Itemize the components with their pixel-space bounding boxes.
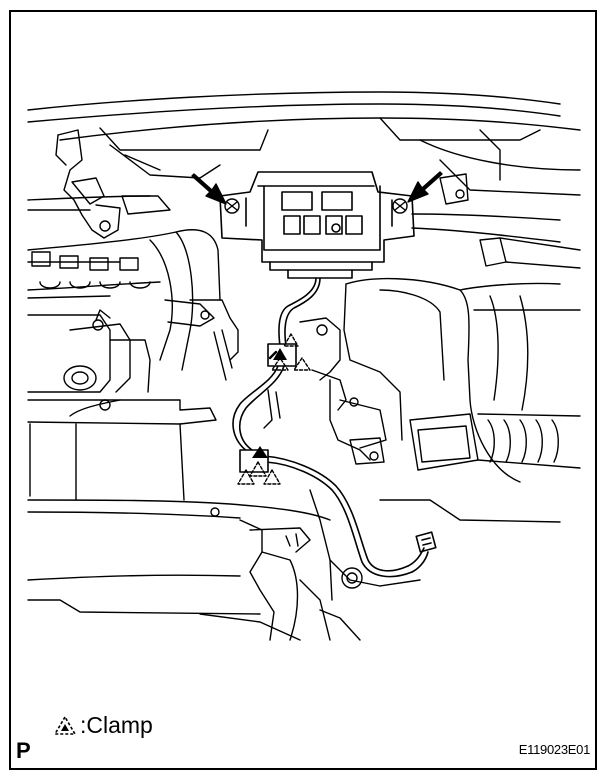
legend-label: Clamp (86, 712, 153, 738)
right-screw-arrow (407, 171, 443, 203)
right-screw-icon (392, 198, 408, 214)
figure-id: E119023E01 (518, 742, 591, 757)
center-support (263, 317, 387, 465)
upper-dash-panel (27, 91, 581, 196)
wire-harness (232, 277, 437, 578)
clamp-upper (268, 333, 311, 371)
clamp-lower (237, 446, 281, 485)
lower-dash (27, 489, 561, 641)
ecu-module (219, 171, 415, 279)
right-duct (343, 277, 581, 483)
center-bracket (164, 299, 239, 381)
right-upper-structure (411, 173, 581, 269)
left-screw-arrow (191, 173, 227, 205)
page-letter: P (16, 738, 31, 763)
steering-support (27, 309, 217, 501)
left-bracket (27, 129, 171, 239)
legend-separator: : (80, 712, 87, 738)
legend: : Clamp (52, 712, 153, 739)
left-screw-icon (224, 198, 240, 214)
left-duct (27, 229, 221, 371)
clamp-triangle-icon (53, 714, 77, 735)
